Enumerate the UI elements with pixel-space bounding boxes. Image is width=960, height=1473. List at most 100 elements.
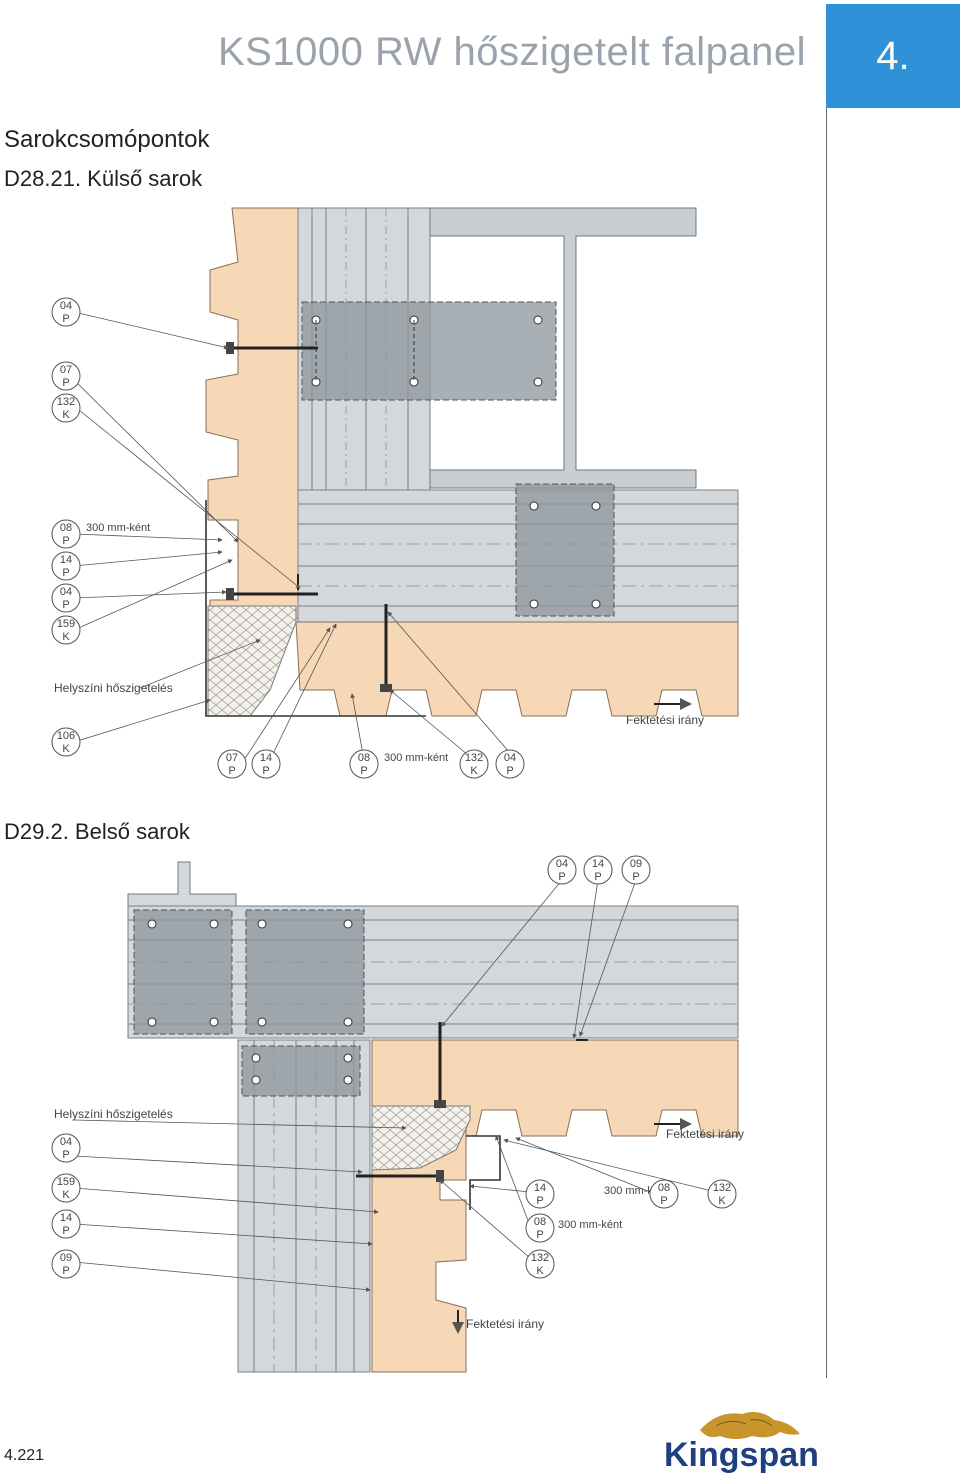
svg-text:07: 07 [226, 752, 238, 764]
ref-label-d2-g: 09 P [51, 1249, 81, 1279]
detail-2-drawing: 04 P 14 P 09 P Helyszíni hőszigetelés 04… [51, 855, 744, 1373]
svg-text:P: P [506, 765, 513, 777]
svg-text:P: P [228, 765, 235, 777]
margin-rule [826, 108, 827, 1378]
lion-emblem [700, 1412, 800, 1439]
ref-label-d2-i: 08 P [525, 1213, 555, 1243]
ref-label-d2-c: 09 P [621, 855, 651, 885]
svg-text:P: P [62, 1149, 69, 1161]
insulation-note-d2: Helyszíni hőszigetelés [54, 1107, 173, 1121]
svg-text:K: K [62, 1189, 70, 1201]
page-title: KS1000 RW hőszigetelt falpanel [218, 30, 806, 74]
ref-label-d1-h: 106 K [51, 727, 81, 757]
page-number: 4.221 [4, 1447, 45, 1464]
svg-text:08: 08 [534, 1216, 546, 1228]
svg-text:159: 159 [57, 618, 75, 630]
svg-text:P: P [536, 1229, 543, 1241]
corner-flashing [205, 500, 426, 717]
svg-text:P: P [262, 765, 269, 777]
svg-text:14: 14 [592, 858, 604, 870]
svg-text:08: 08 [60, 522, 72, 534]
ref-label-d2-e: 159 K [51, 1173, 81, 1203]
svg-text:04: 04 [60, 1136, 72, 1148]
svg-text:K: K [62, 631, 70, 643]
svg-text:K: K [62, 743, 70, 755]
chapter-tab: 4. [826, 4, 960, 108]
detail-2-title: D29.2. Belső sarok [4, 819, 190, 844]
ref-label-d1-k: 08 P [349, 749, 379, 779]
svg-text:P: P [632, 871, 639, 883]
ref-label-d1-i: 07 P [217, 749, 247, 779]
svg-text:14: 14 [534, 1182, 546, 1194]
ref-label-d1-m: 04 P [495, 749, 525, 779]
svg-text:09: 09 [60, 1252, 72, 1264]
svg-text:14: 14 [60, 1212, 72, 1224]
svg-text:P: P [62, 1225, 69, 1237]
ref-label-d1-g: 159 K [51, 615, 81, 645]
direction-note-d2-2: Fektetési irány [466, 1317, 544, 1331]
svg-text:07: 07 [60, 364, 72, 376]
spacing-note-d2-2: 300 mm-ként [558, 1219, 622, 1231]
ref-label-d1-f: 04 P [51, 583, 81, 613]
svg-text:P: P [62, 313, 69, 325]
insulation-note-d1: Helyszíni hőszigetelés [54, 681, 173, 695]
ref-label-d1-a: 04 P [51, 297, 81, 327]
svg-text:K: K [62, 409, 70, 421]
steel-column [429, 207, 697, 489]
svg-text:09: 09 [630, 858, 642, 870]
svg-text:04: 04 [504, 752, 516, 764]
cleat-plate [301, 301, 557, 401]
vertical-panel-core [205, 207, 299, 619]
svg-text:08: 08 [658, 1182, 670, 1194]
svg-text:P: P [660, 1195, 667, 1207]
svg-text:04: 04 [60, 586, 72, 598]
ref-label-d2-a: 04 P [547, 855, 577, 885]
svg-text:159: 159 [57, 1176, 75, 1188]
svg-text:04: 04 [556, 858, 568, 870]
detail-1-drawing: 04 P 07 P 132 K 08 P 300 mm-ként 14 P 04… [51, 207, 739, 779]
horizontal-panel-core [295, 621, 739, 717]
section-title: Sarokcsomópontok [4, 126, 210, 153]
svg-text:04: 04 [60, 300, 72, 312]
site-insulation [207, 605, 297, 717]
cleat-plate-d2-1 [133, 909, 233, 1035]
ref-label-d2-f: 14 P [51, 1209, 81, 1239]
ref-label-d2-j: 132 K [525, 1249, 555, 1279]
ref-label-d1-e: 14 P [51, 551, 81, 581]
cleat-plate-d2-3 [241, 1045, 361, 1097]
cleat-plate-d2-2 [245, 909, 365, 1035]
direction-note-d2-1: Fektetési irány [666, 1127, 744, 1141]
svg-text:K: K [536, 1265, 544, 1277]
ref-label-d1-c: 132 K [51, 393, 81, 423]
logo-wordmark: Kingspan [664, 1436, 819, 1473]
svg-text:P: P [62, 377, 69, 389]
ref-label-d2-k: 08 P [649, 1179, 679, 1209]
ref-label-d1-b: 07 P [51, 361, 81, 391]
svg-text:132: 132 [713, 1182, 731, 1194]
ref-label-d1-l: 132 K [459, 749, 489, 779]
svg-text:P: P [558, 871, 565, 883]
svg-text:14: 14 [60, 554, 72, 566]
svg-text:132: 132 [465, 752, 483, 764]
ref-label-d1-d: 08 P [51, 519, 81, 549]
direction-note-d1: Fektetési irány [626, 713, 704, 727]
svg-text:P: P [360, 765, 367, 777]
svg-text:08: 08 [358, 752, 370, 764]
kingspan-logo: Kingspan [664, 1412, 819, 1473]
svg-text:K: K [470, 765, 478, 777]
detail-1-title: D28.21. Külső sarok [4, 166, 203, 191]
ref-label-d1-j: 14 P [251, 749, 281, 779]
spacing-note-d1-2: 300 mm-ként [384, 752, 448, 764]
svg-text:132: 132 [57, 396, 75, 408]
svg-text:106: 106 [57, 730, 75, 742]
ref-label-d2-h: 14 P [525, 1179, 555, 1209]
svg-text:P: P [536, 1195, 543, 1207]
ref-label-d2-d: 04 P [51, 1133, 81, 1163]
svg-text:132: 132 [531, 1252, 549, 1264]
svg-text:P: P [62, 535, 69, 547]
svg-text:P: P [62, 599, 69, 611]
spacing-note-d1-1: 300 mm-ként [86, 522, 150, 534]
ref-label-d2-b: 14 P [583, 855, 613, 885]
svg-text:P: P [594, 871, 601, 883]
